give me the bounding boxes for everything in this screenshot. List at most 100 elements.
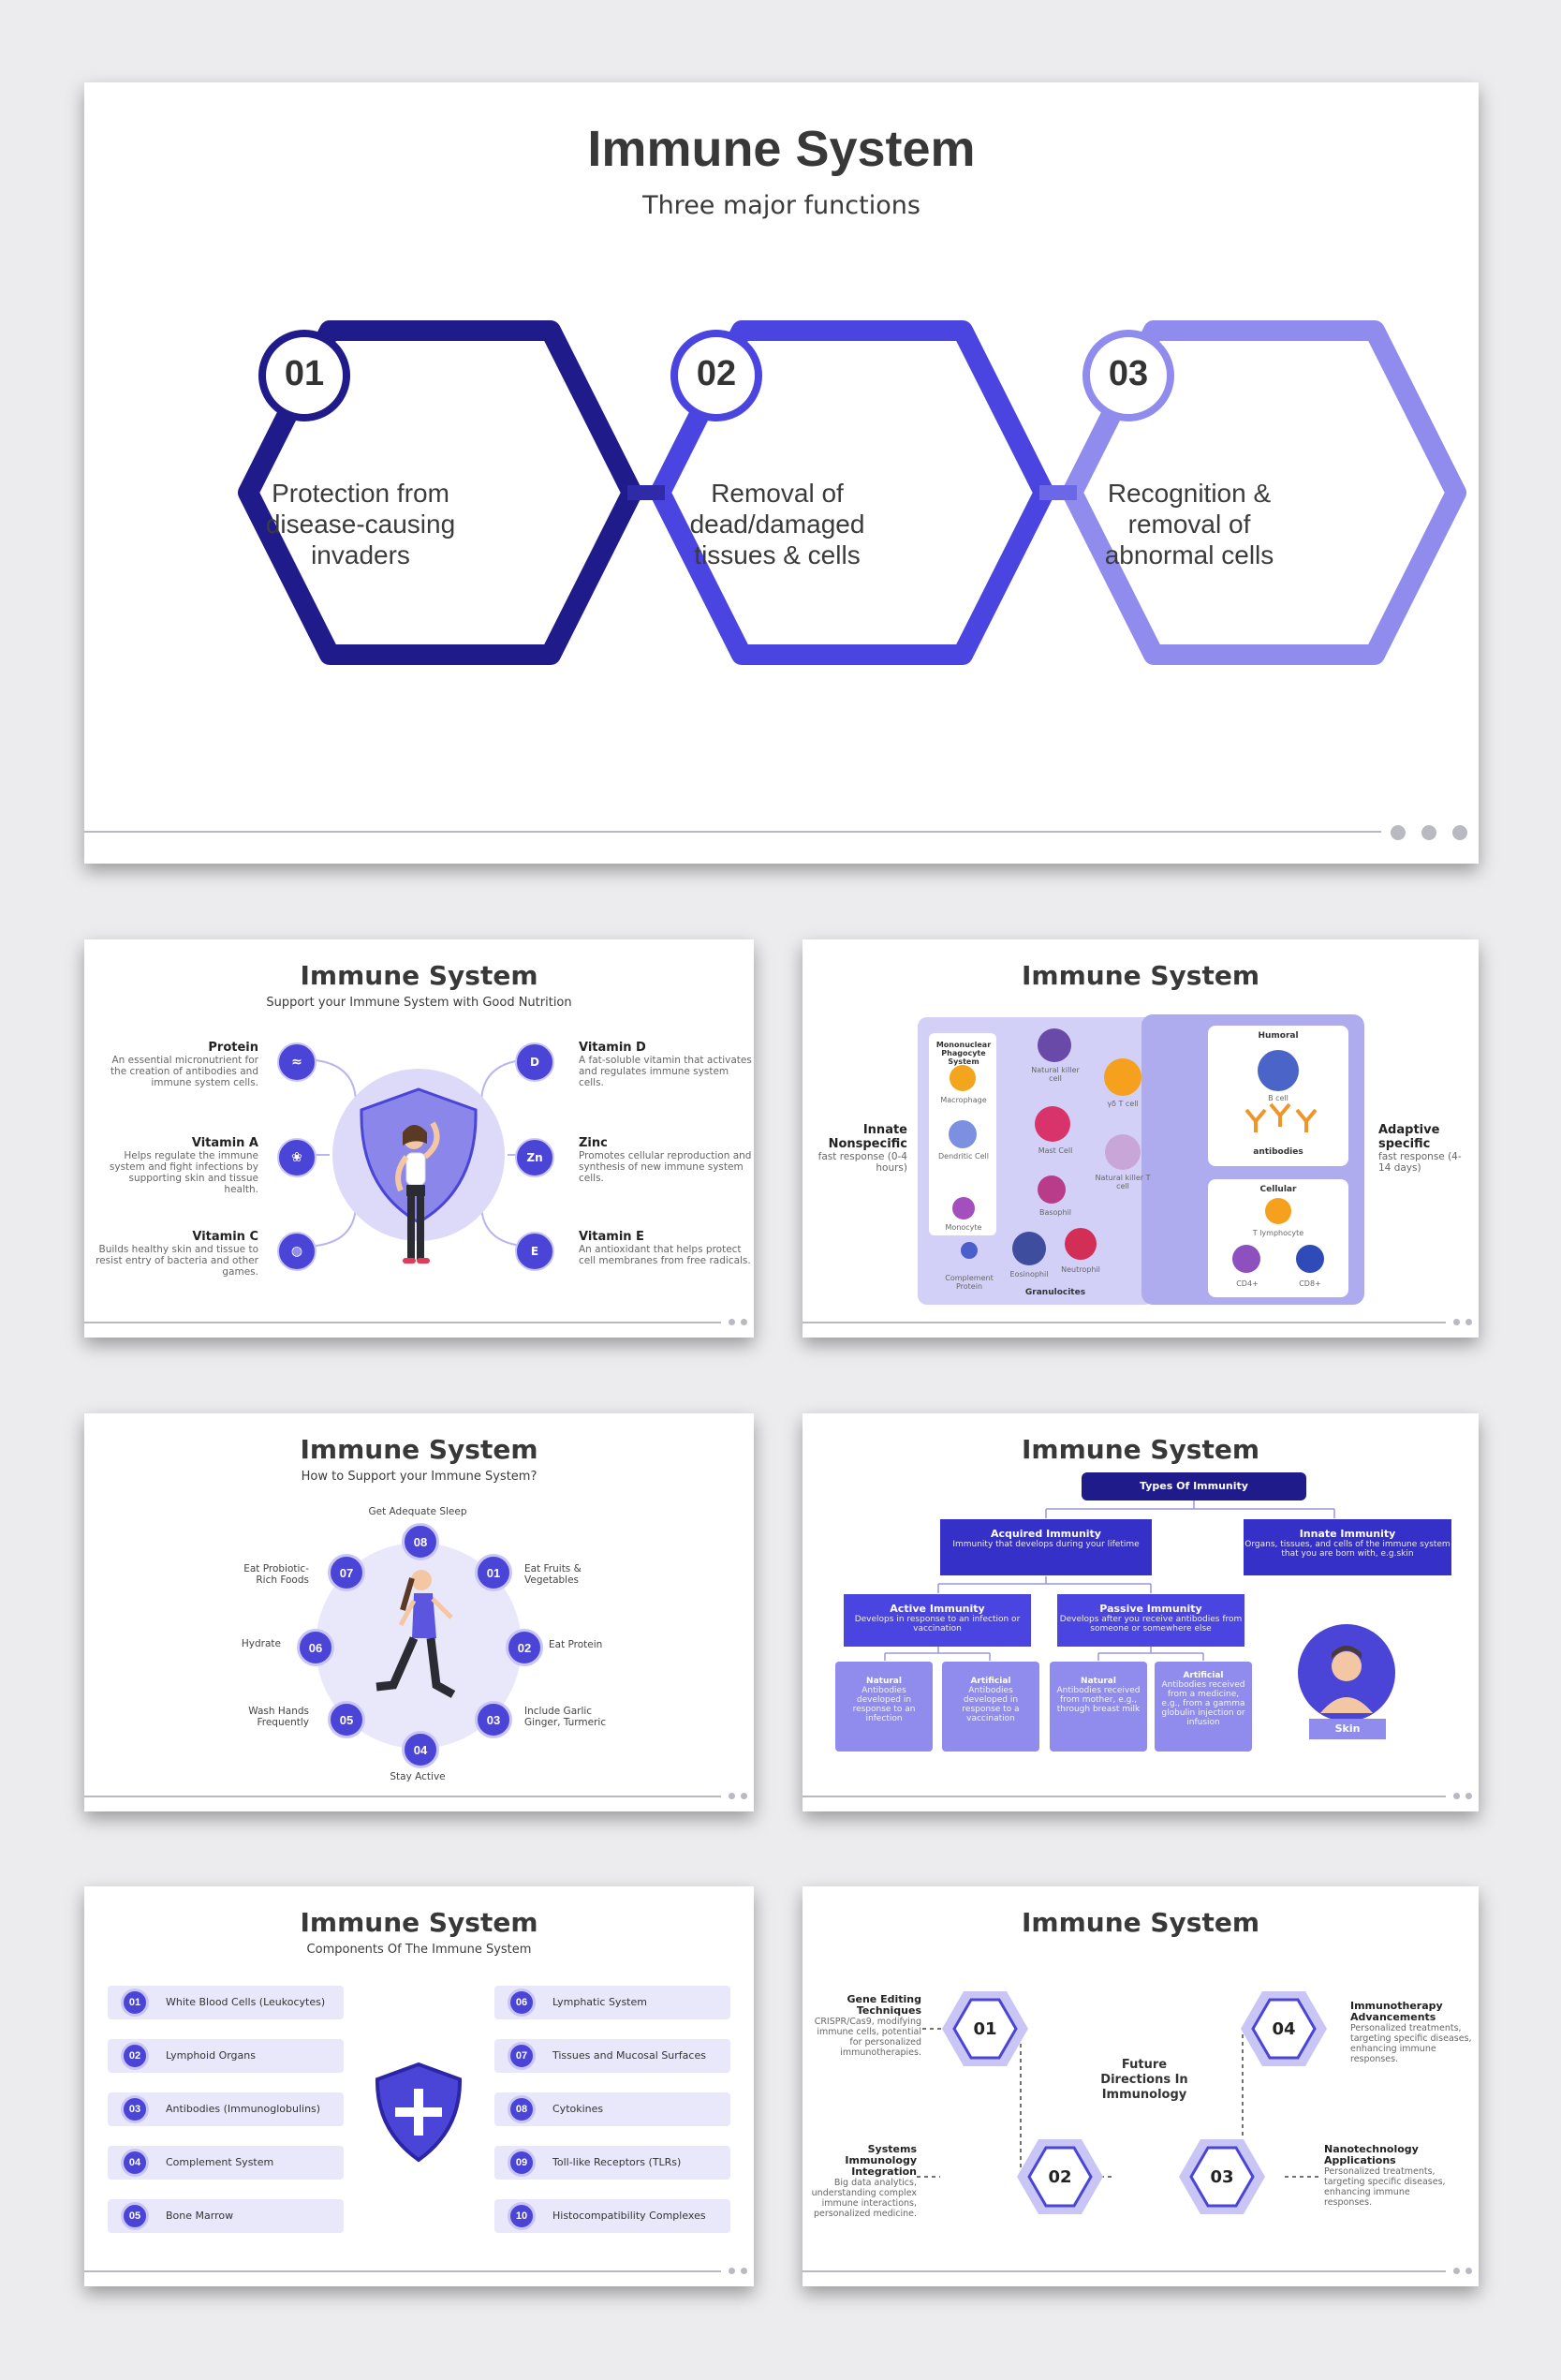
- slide-6-subtitle: Components Of The Immune System: [306, 1943, 532, 1957]
- acquired-title: Acquired Immunity: [991, 1528, 1101, 1540]
- nutrient-title: Vitamin D: [579, 1041, 646, 1055]
- adaptive-sub: fast response (4-14 days): [1378, 1151, 1462, 1174]
- nutrient-vitamin-c: Vitamin C Builds healthy skin and tissue…: [94, 1230, 258, 1278]
- slide-6-components[interactable]: Immune System Components Of The Immune S…: [84, 1886, 754, 2286]
- slide-4-title: Immune System: [300, 1434, 538, 1465]
- nutrient-title: Vitamin C: [192, 1230, 258, 1244]
- humoral-label: Humoral: [1258, 1031, 1299, 1041]
- eosinophil-label: Eosinophil: [1009, 1270, 1049, 1279]
- footer-dot: [729, 1319, 735, 1325]
- tip-01-label: Eat Fruits & Vegetables: [524, 1563, 582, 1586]
- tip-02-badge: 02: [506, 1629, 543, 1666]
- direction-02-number: 02: [1048, 2167, 1072, 2187]
- slide-3-title: Immune System: [1021, 960, 1259, 991]
- tip-07-label: Eat Probiotic-Rich Foods: [243, 1563, 309, 1586]
- tip-03-badge: 03: [475, 1701, 512, 1738]
- future-center-label: Future Directions In Immunology: [1100, 2058, 1188, 2102]
- types-of-immunity-root: Types Of Immunity: [1082, 1472, 1306, 1500]
- component-label: Toll-like Receptors (TLRs): [552, 2156, 682, 2168]
- direction-title: Immunotherapy Advancements: [1350, 2000, 1443, 2023]
- tip-02-label: Eat Protein: [549, 1639, 603, 1650]
- active-immunity-box: Active Immunity Develops in response to …: [844, 1594, 1031, 1647]
- direction-text: Personalized treatments, targeting speci…: [1324, 2166, 1446, 2208]
- direction-04-number: 04: [1272, 2019, 1296, 2039]
- footer-line: [84, 2270, 721, 2272]
- footer-dot: [1453, 1793, 1460, 1799]
- component-label: Lymphatic System: [552, 1996, 647, 2008]
- nutrient-text: Helps regulate the immune system and fig…: [109, 1150, 258, 1195]
- innate-text: Organs, tissues, and cells of the immune…: [1244, 1540, 1451, 1559]
- slide-7-future-directions[interactable]: Immune System 01 02 03 04 Future Directi…: [803, 1886, 1479, 2286]
- slide-2-title: Immune System: [300, 960, 538, 991]
- acquired-immunity-box: Acquired Immunity Immunity that develops…: [940, 1519, 1152, 1575]
- slide-5-types-of-immunity[interactable]: Immune System Types Of Immunity Acquired…: [803, 1413, 1479, 1811]
- component-label: Lymphoid Organs: [166, 2049, 256, 2062]
- humoral-box: [1208, 1026, 1348, 1166]
- direction-title: Systems Immunology Integration: [845, 2143, 917, 2178]
- slide-3-innate-adaptive[interactable]: Immune System Innate Nonspecific fast re…: [803, 939, 1479, 1338]
- leaf-title: Artificial: [970, 1677, 1011, 1686]
- innate-sub: fast response (0-4 hours): [817, 1151, 907, 1174]
- vitamin-a-icon: ❀: [277, 1138, 317, 1177]
- footer-dot: [1465, 2268, 1472, 2274]
- active-title: Active Immunity: [890, 1603, 985, 1615]
- macrophage-label: Macrophage: [940, 1096, 987, 1104]
- hexagon-1-text: Protection from disease-causing invaders: [265, 479, 456, 569]
- footer-dot: [1453, 1319, 1460, 1325]
- slide-2-nutrition[interactable]: Immune System Support your Immune System…: [84, 939, 754, 1338]
- footer-dot: [1391, 825, 1406, 840]
- footer-dot: [729, 1793, 735, 1799]
- vitamin-c-icon: ◍: [277, 1232, 317, 1271]
- basophil-label: Basophil: [1038, 1208, 1072, 1217]
- footer-line: [84, 831, 1381, 833]
- slide-1-three-functions[interactable]: Immune System Three major functions 01 0…: [84, 82, 1479, 864]
- direction-03-block: Nanotechnology Applications Personalized…: [1324, 2144, 1446, 2209]
- hexagon-1-number: 01: [284, 354, 325, 393]
- leaf-natural-active: Natural Antibodies developed in response…: [835, 1662, 933, 1752]
- support-circle: [316, 1543, 522, 1749]
- footer-line: [84, 1796, 721, 1797]
- footer-dot: [1421, 825, 1436, 840]
- protein-icon: ≈: [277, 1042, 317, 1082]
- leaf-text: Antibodies received from a medicine, e.g…: [1161, 1680, 1245, 1727]
- skin-label-box: Skin: [1309, 1719, 1386, 1739]
- direction-01-number: 01: [973, 2019, 997, 2039]
- footer-dot: [1452, 825, 1467, 840]
- adaptive-label-block: Adaptive specific fast response (4-14 da…: [1378, 1123, 1463, 1174]
- leaf-text: Antibodies received from mother, e.g., t…: [1056, 1686, 1141, 1714]
- nutrient-zinc: Zinc Promotes cellular reproduction and …: [579, 1136, 752, 1184]
- leaf-title: Natural: [866, 1677, 902, 1686]
- adaptive-label: Adaptive specific: [1378, 1123, 1440, 1151]
- nutrient-protein: Protein An essential micronutrient for t…: [94, 1041, 258, 1088]
- nutrient-title: Protein: [208, 1041, 258, 1055]
- hexagon-2-text: Removal of dead/damaged tissues & cells: [689, 479, 865, 569]
- hexagon-3-outline: [1062, 320, 1466, 665]
- component-label: Cytokines: [552, 2103, 604, 2115]
- direction-title: Gene Editing Techniques: [847, 1993, 921, 2017]
- mono-title: Mononuclear Phagocyte System: [935, 1041, 992, 1066]
- cd8-label: CD8+: [1299, 1279, 1321, 1288]
- monocyte-label: Monocyte: [945, 1223, 982, 1232]
- nutrient-text: A fat-soluble vitamin that activates and…: [579, 1055, 752, 1088]
- footer-dot: [741, 1319, 747, 1325]
- footer-line: [803, 1322, 1446, 1323]
- footer-dot: [1465, 1319, 1472, 1325]
- antibodies-label: antibodies: [1253, 1147, 1303, 1157]
- slide-2-subtitle: Support your Immune System with Good Nut…: [266, 996, 572, 1010]
- gd-t-label: γδ T cell: [1107, 1100, 1139, 1108]
- hexagon-chain: [238, 320, 1466, 665]
- nk-label: Natural killer cell: [1031, 1066, 1080, 1083]
- slide-4-how-to-support[interactable]: Immune System How to Support your Immune…: [84, 1413, 754, 1811]
- tree-connectors: [884, 1500, 1395, 1722]
- tip-06-badge: 06: [297, 1629, 334, 1666]
- hexagon-3-number: 03: [1108, 354, 1149, 393]
- footer-line: [84, 1322, 721, 1323]
- component-badge: 01: [121, 1988, 149, 2017]
- innate-title: Innate Immunity: [1299, 1528, 1396, 1540]
- nutrient-title: Vitamin E: [579, 1230, 644, 1244]
- acquired-text: Immunity that develops during your lifet…: [952, 1540, 1140, 1549]
